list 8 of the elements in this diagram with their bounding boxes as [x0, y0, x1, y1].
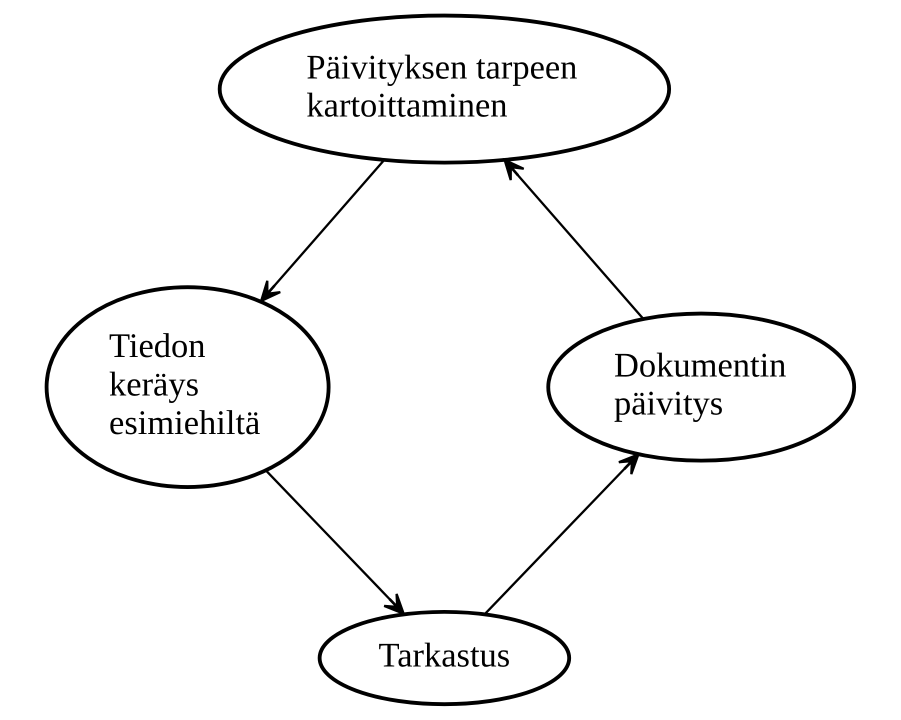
node-ellipse: Tiedon keräys esimiehiltä: [44, 285, 331, 489]
arrow: [260, 159, 386, 302]
arrow: [265, 470, 405, 615]
arrow: [484, 453, 640, 615]
node-ellipse: Dokumentin päivitys: [546, 312, 856, 463]
node-ellipse: Tarkastus: [318, 610, 572, 706]
arrow: [503, 158, 644, 320]
node-ellipse: Päivityksen tarpeen kartoittaminen: [218, 14, 672, 165]
